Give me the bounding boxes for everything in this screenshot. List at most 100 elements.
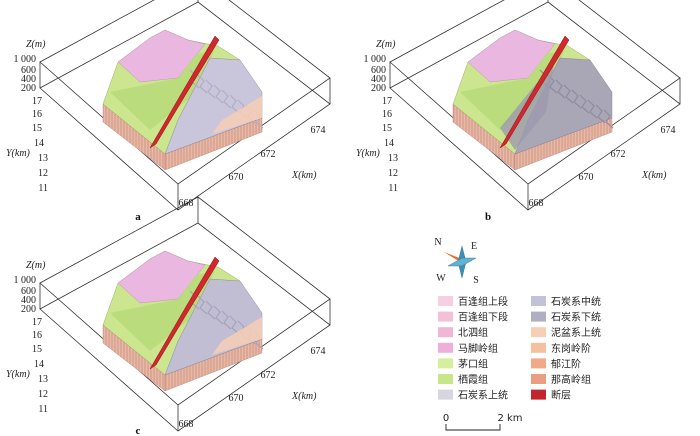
terrain-block xyxy=(102,250,264,392)
legend-label: 石炭系上统 xyxy=(458,389,508,402)
legend-label: 百逢组上段 xyxy=(458,295,508,308)
z-tick-label: 400 xyxy=(21,74,36,85)
legend-swatch xyxy=(438,296,453,306)
z-axis-title: Z(m) xyxy=(26,39,46,50)
legend-item: 马脚岭组 xyxy=(438,342,498,355)
legend-swatch xyxy=(531,296,546,306)
y-tick-label: 16 xyxy=(32,109,42,120)
legend-swatch xyxy=(438,327,453,338)
z-tick-label: 1 000 xyxy=(14,275,37,286)
axes-labels: Z(m)1 00060040020017161514131211Y(km)668… xyxy=(356,39,676,209)
scale-length-label: 2 km xyxy=(497,413,522,424)
legend-swatch xyxy=(531,389,546,400)
legend-item: 栖霞组 xyxy=(438,373,488,386)
legend-swatch xyxy=(438,342,453,353)
legend-label: 石炭系中统 xyxy=(551,295,601,308)
legend-item: 石炭系下统 xyxy=(531,311,601,324)
terrain-block xyxy=(102,29,264,171)
y-tick-label: 12 xyxy=(38,389,48,400)
y-tick-label: 11 xyxy=(38,404,48,415)
legend-label: 断层 xyxy=(551,389,571,402)
legend-swatch xyxy=(438,311,453,322)
legend-item: 石炭系中统 xyxy=(531,295,601,308)
z-tick-label: 600 xyxy=(371,65,386,76)
compass-e-label: E xyxy=(471,241,477,252)
y-tick-label: 17 xyxy=(32,96,42,107)
y-axis-title: Y(km) xyxy=(6,148,31,159)
legend-item: 断层 xyxy=(531,389,571,402)
z-axis-title: Z(m) xyxy=(26,260,46,271)
legend-label: 石炭系下统 xyxy=(551,311,601,324)
legend-item: 东岗岭阶 xyxy=(531,342,591,355)
compass-n-label: N xyxy=(434,237,441,248)
legend-item: 百逢组上段 xyxy=(438,295,508,308)
x-tick-label: 672 xyxy=(261,149,276,160)
x-tick-label: 672 xyxy=(261,370,276,381)
legend-label: 泥盆系上统 xyxy=(551,326,601,339)
y-tick-label: 15 xyxy=(32,344,42,355)
legend-label: 郁江阶 xyxy=(551,357,581,370)
z-tick-label: 200 xyxy=(21,83,36,94)
legend-swatch xyxy=(531,374,546,384)
legend-swatch xyxy=(438,358,453,369)
y-tick-label: 11 xyxy=(38,183,48,194)
y-tick-label: 11 xyxy=(388,183,398,194)
legend-item: 郁江阶 xyxy=(531,357,581,370)
x-axis-title: X(km) xyxy=(641,170,667,181)
y-axis-title: Y(km) xyxy=(356,148,381,159)
z-tick-label: 600 xyxy=(21,286,36,297)
legend-swatch xyxy=(438,374,453,384)
z-tick-label: 1 000 xyxy=(364,54,387,65)
y-tick-label: 14 xyxy=(34,359,44,370)
y-tick-label: 12 xyxy=(388,168,398,179)
legend-swatch xyxy=(531,342,546,353)
compass-w-label: W xyxy=(436,273,446,284)
axes-labels: Z(m)1 00060040020017161514131211Y(km)668… xyxy=(6,260,326,430)
scale-zero-label: 0 xyxy=(443,413,449,424)
terrain-block xyxy=(452,29,614,171)
legend-swatch xyxy=(531,327,546,338)
x-tick-label: 670 xyxy=(229,172,244,183)
legend-swatch xyxy=(531,358,546,369)
y-tick-label: 12 xyxy=(38,168,48,179)
legend-label: 那高岭组 xyxy=(551,373,591,386)
fault-plane xyxy=(499,35,570,149)
legend-swatch xyxy=(531,311,546,322)
panel-letter: b xyxy=(485,211,491,223)
panel-c: Z(m)1 00060040020017161514131211Y(km)668… xyxy=(6,196,331,436)
legend-label: 马脚岭组 xyxy=(458,342,498,355)
legend-label: 栖霞组 xyxy=(458,373,488,386)
y-tick-label: 14 xyxy=(34,138,44,149)
y-tick-label: 16 xyxy=(32,330,42,341)
x-tick-label: 668 xyxy=(529,198,544,209)
x-tick-label: 670 xyxy=(579,172,594,183)
z-axis-title: Z(m) xyxy=(376,39,396,50)
scale-bar: 0 2 km xyxy=(443,413,523,431)
fault-plane xyxy=(149,256,220,370)
y-tick-label: 13 xyxy=(388,153,398,164)
legend-label: 百逢组下段 xyxy=(458,311,508,324)
x-tick-label: 670 xyxy=(229,393,244,404)
x-axis-title: X(km) xyxy=(291,170,317,181)
x-tick-label: 674 xyxy=(311,125,326,136)
y-tick-label: 15 xyxy=(32,123,42,134)
y-axis-title: Y(km) xyxy=(6,369,31,380)
compass-s-label: S xyxy=(473,275,479,286)
panel-a: Z(m)1 00060040020017161514131211Y(km)668… xyxy=(6,0,331,223)
z-tick-label: 200 xyxy=(21,304,36,315)
legend-item: 那高岭组 xyxy=(531,373,591,386)
x-tick-label: 674 xyxy=(311,346,326,357)
z-tick-label: 400 xyxy=(371,74,386,85)
legend-item: 茅口组 xyxy=(438,357,488,370)
y-tick-label: 17 xyxy=(32,317,42,328)
x-tick-label: 674 xyxy=(661,125,676,136)
z-tick-label: 600 xyxy=(21,65,36,76)
panel-b: Z(m)1 00060040020017161514131211Y(km)668… xyxy=(356,0,681,223)
legend-item: 泥盆系上统 xyxy=(531,326,601,339)
z-tick-label: 200 xyxy=(371,83,386,94)
y-tick-label: 17 xyxy=(382,96,392,107)
legend-label: 茅口组 xyxy=(458,357,488,370)
legend-label: 北泗组 xyxy=(458,326,488,339)
fault-plane xyxy=(149,35,220,149)
z-tick-label: 400 xyxy=(21,295,36,306)
